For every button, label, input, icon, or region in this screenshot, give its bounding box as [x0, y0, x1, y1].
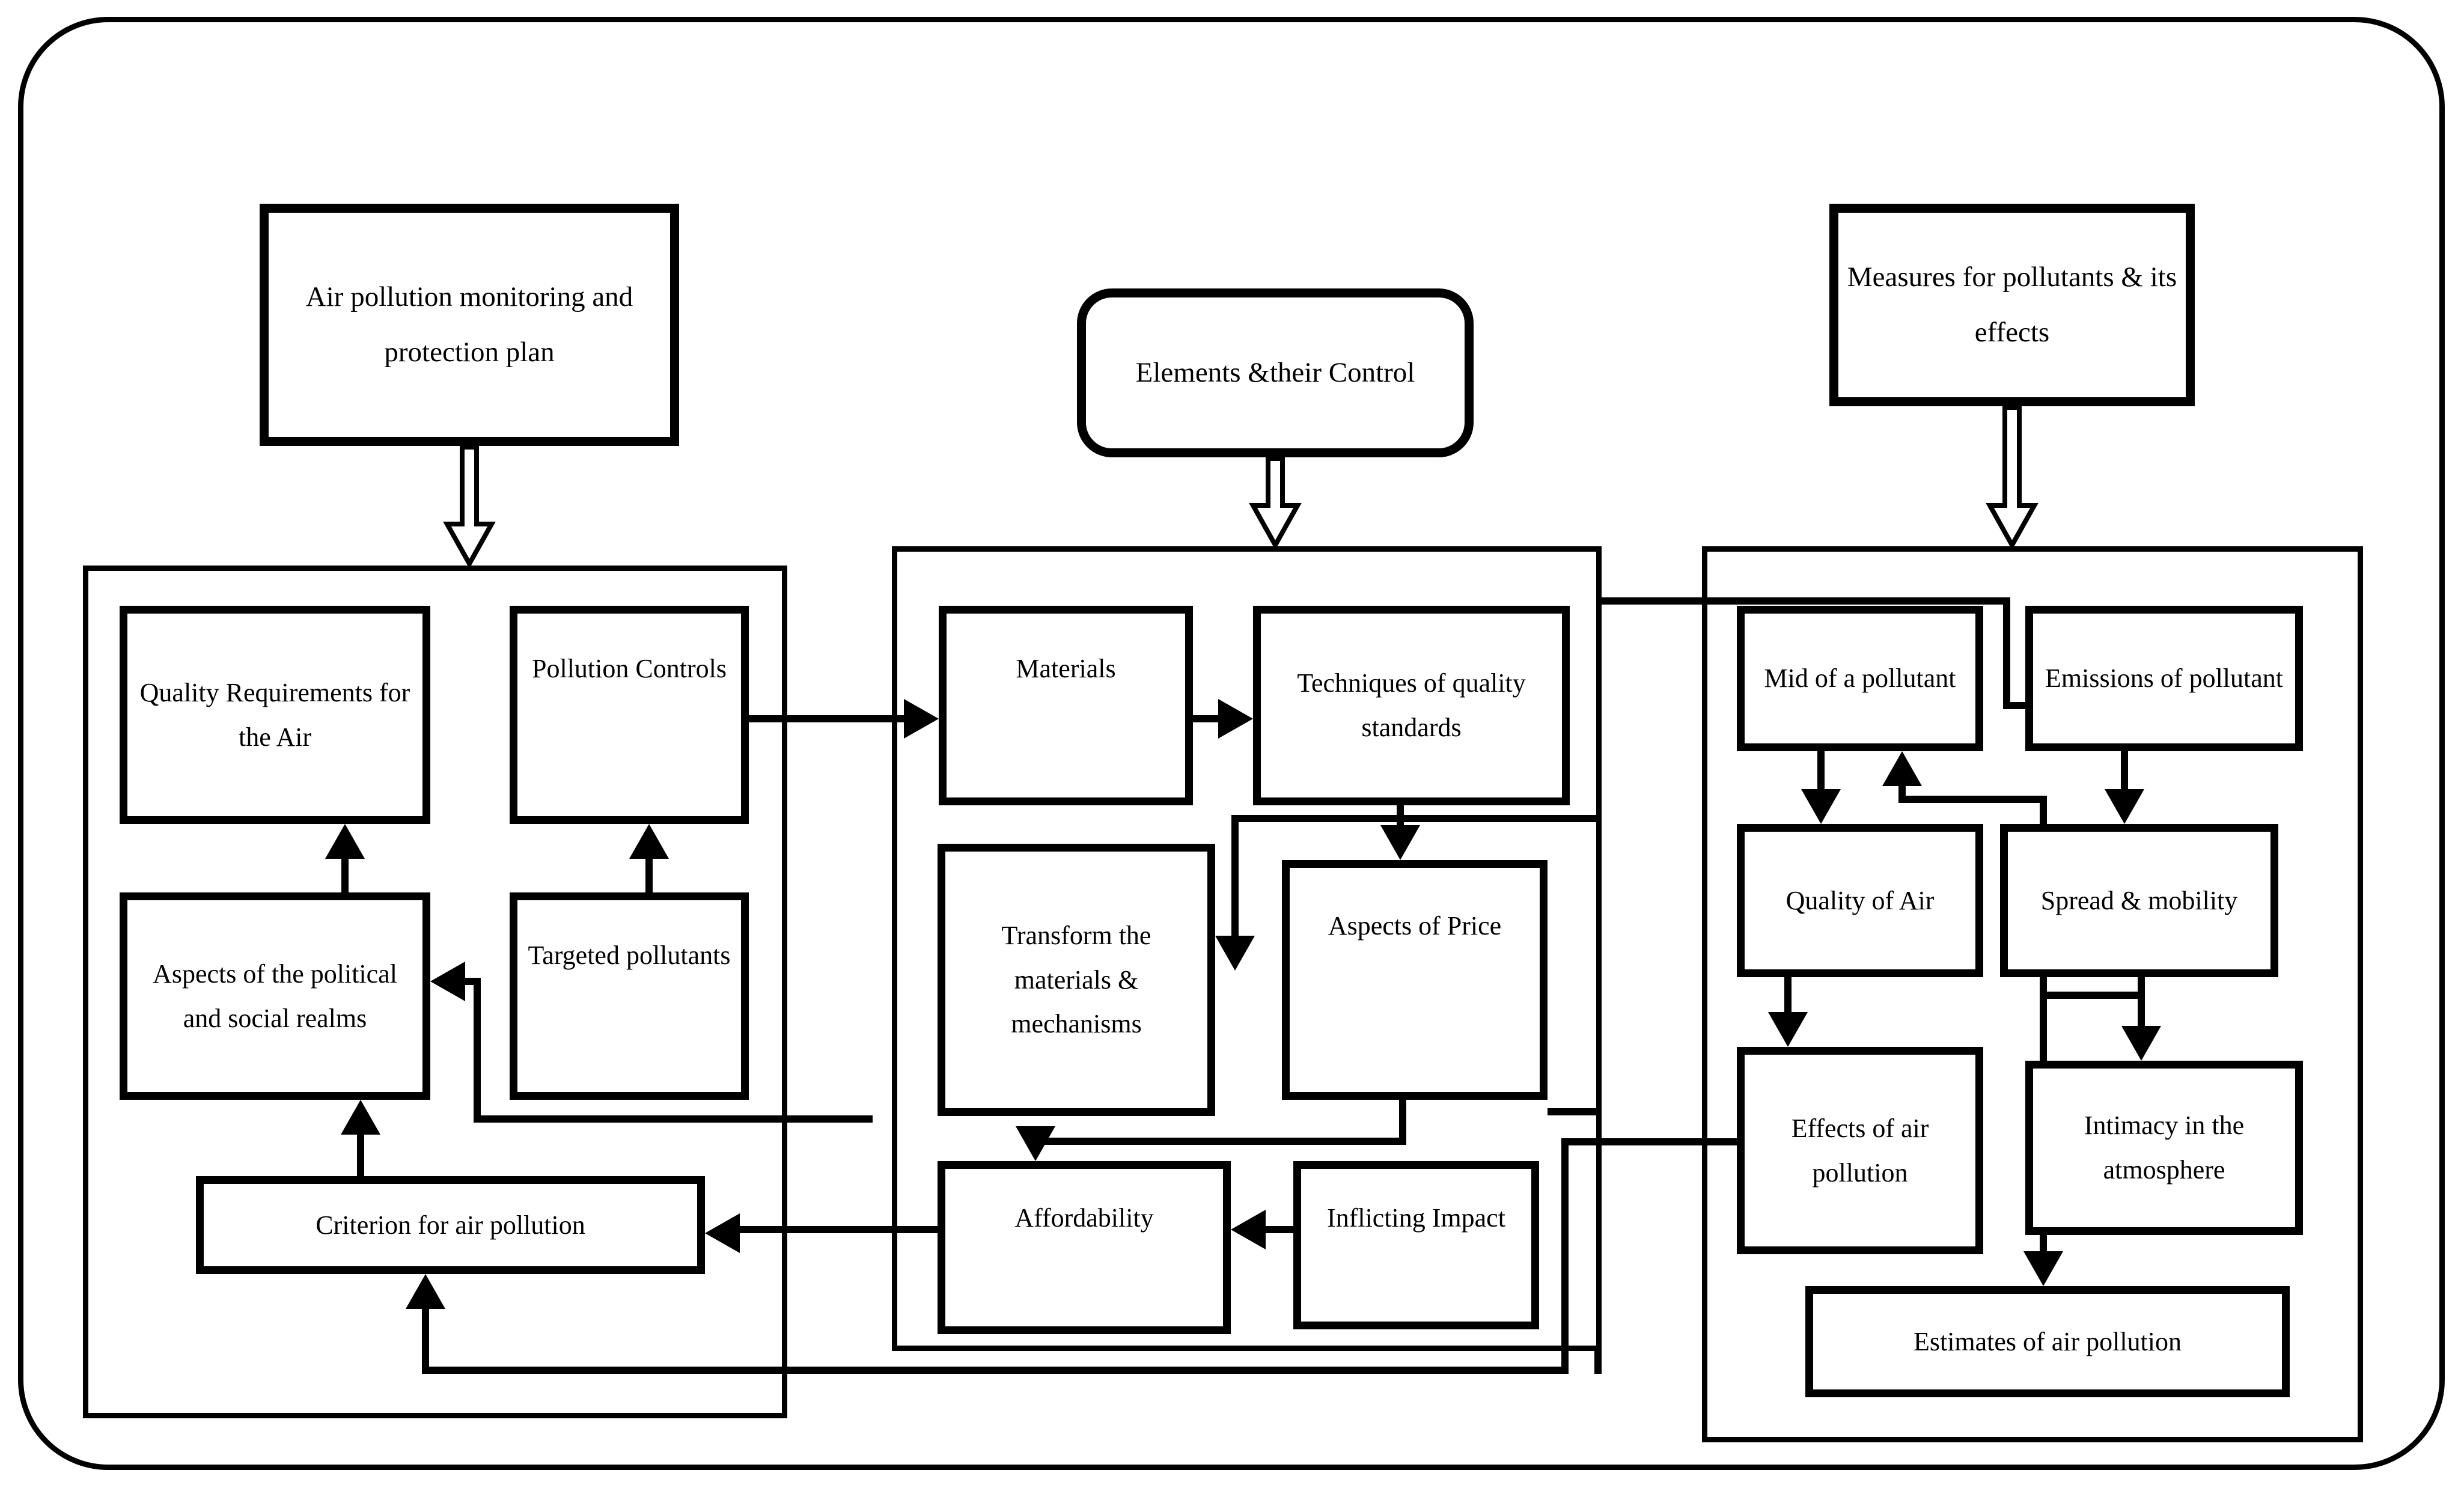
connector-effects-exit-v — [1561, 1138, 1569, 1374]
arrowhead-into-spread — [2105, 789, 2144, 824]
arrowhead-into-techniques — [1218, 699, 1253, 739]
connector-techniques-branch-h — [1235, 815, 1602, 822]
node-spread-mobility: Spread & mobility — [2000, 824, 2278, 977]
node-transform-materials: Transform the materials & mechanisms — [938, 844, 1215, 1116]
arrowhead-into-aspects-price — [1380, 825, 1420, 860]
arrowhead-into-effects — [1768, 1012, 1808, 1047]
arrowhead-into-affordability-top — [1016, 1126, 1055, 1161]
arrowhead-into-estimates — [2023, 1251, 2063, 1286]
connector-feedback-into-aspects-v — [474, 978, 481, 1123]
node-estimates: Estimates of air pollution — [1805, 1286, 2290, 1397]
connector-pollution-controls-to-materials — [749, 715, 906, 722]
node-measures-pollutants: Measures for pollutants & its effects — [1829, 204, 2195, 406]
node-inflicting-impact: Inflicting Impact — [1293, 1161, 1539, 1329]
arrowhead-into-quality-requirements — [325, 824, 365, 859]
arrowhead-into-intimacy — [2121, 1026, 2161, 1061]
node-targeted-pollutants: Targeted pollutants — [510, 892, 749, 1100]
connector-middle-border-to-feedback — [1594, 1351, 1602, 1374]
hollow-arrow-measures-to-group — [1986, 406, 2039, 547]
node-effects: Effects of air pollution — [1737, 1047, 1983, 1254]
connector-quality-air-to-effects — [1784, 977, 1792, 1013]
connector-aspects-to-quality-requirements — [341, 850, 349, 895]
arrowhead-into-criterion-bottom — [406, 1274, 445, 1309]
node-affordability: Affordability — [938, 1161, 1231, 1334]
connector-feedback-into-aspects-tail — [474, 1115, 873, 1123]
connector-spread-branch — [2043, 992, 2141, 999]
connector-materials-to-techniques — [1193, 715, 1221, 722]
connector-emissions-to-spread — [2121, 751, 2128, 792]
node-materials: Materials — [939, 606, 1193, 805]
arrowhead-into-quality-air — [1801, 789, 1841, 824]
connector-effects-exit-h — [1561, 1138, 1737, 1145]
hollow-arrow-plan-to-group — [443, 446, 496, 566]
node-aspects-price: Aspects of Price — [1282, 860, 1548, 1100]
node-air-pollution-plan: Air pollution monitoring and protection … — [260, 204, 679, 446]
node-quality-requirements: Quality Requirements for the Air — [120, 606, 430, 824]
connector-aspects-price-to-affordability-v — [1399, 1100, 1406, 1145]
group-elements-control — [892, 546, 1602, 1351]
node-intimacy: Intimacy in the atmosphere — [2025, 1061, 2303, 1235]
connector-elements-to-measures-h — [1602, 597, 2010, 605]
arrowhead-techniques-branch — [1215, 936, 1255, 971]
connector-mid-to-quality-air — [1817, 751, 1825, 792]
arrowhead-into-criterion-side — [705, 1213, 740, 1253]
arrowhead-into-materials — [904, 699, 939, 739]
group-measures — [1702, 546, 2363, 1442]
connector-up-into-mid-h — [1898, 796, 2047, 803]
arrowhead-into-affordability-side — [1231, 1210, 1266, 1249]
node-mid-pollutant: Mid of a pollutant — [1737, 606, 1983, 751]
arrowhead-into-aspects-political — [341, 1100, 380, 1135]
connector-feedback-into-criterion-v — [422, 1299, 429, 1374]
node-aspects-political: Aspects of the political and social real… — [120, 892, 430, 1100]
group-monitoring-plan — [83, 566, 787, 1418]
connector-long-feedback-bottom — [422, 1367, 1569, 1374]
connector-aspects-price-to-affordability-h — [1028, 1138, 1406, 1145]
node-elements-control: Elements &their Control — [1077, 288, 1474, 457]
node-emissions: Emissions of pollutant — [2025, 606, 2303, 751]
node-techniques: Techniques of quality standards — [1253, 606, 1570, 805]
node-quality-air: Quality of Air — [1737, 824, 1983, 977]
connector-inflicting-to-affordability — [1258, 1226, 1293, 1233]
arrowhead-into-aspects-political-side — [430, 962, 465, 1001]
outer-rounded-border — [18, 17, 2445, 1470]
node-pollution-controls: Pollution Controls — [510, 606, 749, 824]
hollow-arrow-elements-to-group — [1249, 457, 1302, 547]
connector-techniques-branch-v — [1231, 815, 1239, 938]
node-criterion: Criterion for air pollution — [196, 1176, 705, 1274]
arrowhead-into-mid-pollutant — [1882, 751, 1922, 786]
connector-criterion-to-aspects — [357, 1129, 364, 1179]
connector-aspects-price-exit-stub — [1548, 1108, 1602, 1115]
connector-into-emissions — [2003, 702, 2032, 709]
connector-targeted-to-pollution-controls — [645, 850, 653, 895]
connector-affordability-to-criterion — [734, 1226, 938, 1233]
connector-spread-to-intimacy — [2138, 977, 2145, 1029]
arrowhead-into-pollution-controls — [629, 824, 669, 859]
connector-elements-to-measures-v — [2003, 597, 2010, 709]
